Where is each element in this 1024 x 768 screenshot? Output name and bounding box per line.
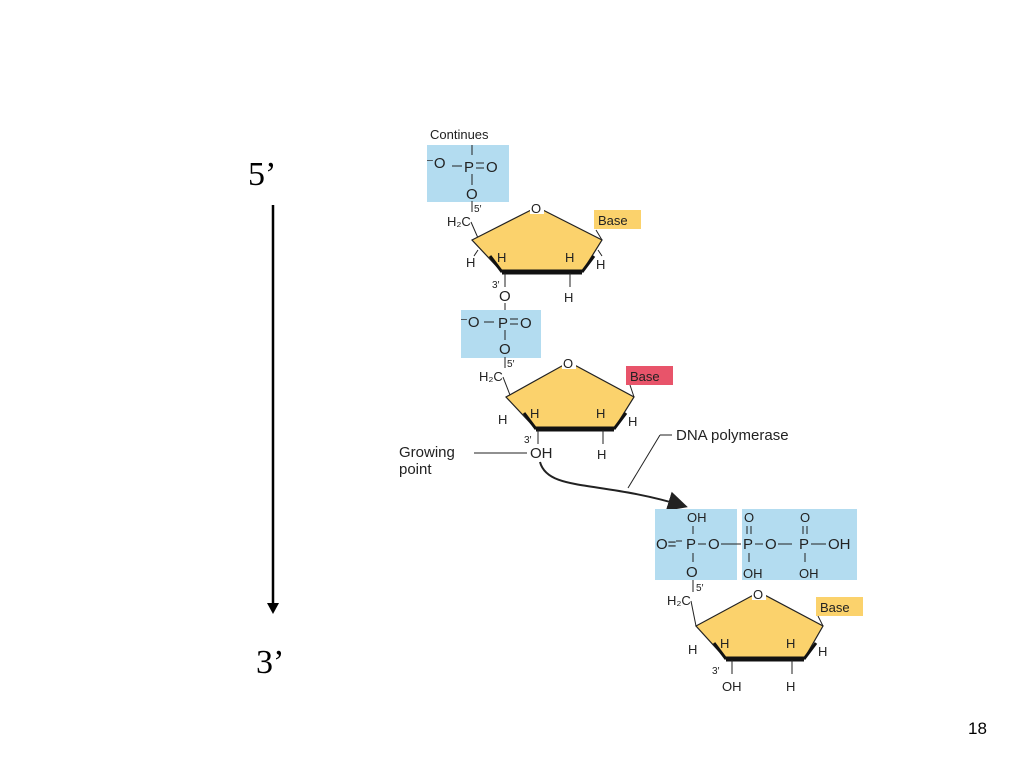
top-base-box xyxy=(594,210,641,229)
top-nucleotide: Continues ⁻O P O O 5′ H₂C O Base H H H H… xyxy=(426,127,641,312)
top-p: P xyxy=(464,159,474,176)
gamma-o-top: O xyxy=(800,510,810,525)
attack-arrow xyxy=(539,461,688,511)
middle-ring-o: O xyxy=(563,356,573,371)
middle-bridge-o: O xyxy=(499,341,511,358)
incoming-ring-o: O xyxy=(753,587,763,602)
incoming-h-4: H xyxy=(818,644,827,659)
middle-base-label: Base xyxy=(630,369,660,384)
incoming-5prime: 5′ xyxy=(696,583,704,594)
top-3-o: O xyxy=(499,288,511,305)
alpha-oh-top: OH xyxy=(687,510,707,525)
middle-sugar-ring xyxy=(505,361,635,430)
middle-5prime: 5′ xyxy=(507,359,515,370)
incoming-3prime: 3′ xyxy=(712,666,720,677)
middle-p: P xyxy=(498,315,508,332)
top-h-5: H xyxy=(564,290,573,305)
middle-h-4: H xyxy=(628,414,637,429)
beta-o-top: O xyxy=(744,510,754,525)
top-h-3: H xyxy=(466,255,475,270)
alpha-beta-o: O xyxy=(708,536,720,553)
middle-base-box xyxy=(626,366,673,385)
top-h-2: H xyxy=(565,250,574,265)
middle-eq-o: O xyxy=(520,315,532,332)
middle-h2c: H₂C xyxy=(479,369,503,384)
gamma-oh-bottom: OH xyxy=(799,566,819,581)
middle-3prime: 3′ xyxy=(524,435,532,446)
top-o-minus: ⁻O xyxy=(426,155,446,172)
incoming-nucleotide: OH O= P O O P O OH O P OH OH O 5′ H₂C xyxy=(655,509,863,694)
top-phosphate-box xyxy=(427,145,509,202)
polymerase-annotation: DNA polymerase xyxy=(627,427,789,489)
incoming-bridge-o: O xyxy=(686,564,698,581)
middle-phosphate-box xyxy=(461,310,541,358)
top-bridge-o: O xyxy=(466,186,478,203)
top-ring-o: O xyxy=(531,201,541,216)
incoming-h2c: H₂C xyxy=(667,593,691,608)
top-h2c: H₂C xyxy=(447,214,471,229)
beta-gamma-o: O xyxy=(765,536,777,553)
incoming-h-1: H xyxy=(720,636,729,651)
top-eq-o: O xyxy=(486,159,498,176)
middle-o-minus: ⁻O xyxy=(460,314,480,331)
polymerase-label: DNA polymerase xyxy=(676,427,789,444)
page-number: 18 xyxy=(968,719,987,738)
top-h-1: H xyxy=(497,250,506,265)
growing-point-line1: Growing xyxy=(399,444,455,461)
incoming-base-label: Base xyxy=(820,600,850,615)
gamma-p: P xyxy=(799,536,809,553)
top-5prime: 5′ xyxy=(474,204,482,215)
incoming-base-box xyxy=(816,597,863,616)
growing-point-annotation: Growing point xyxy=(399,444,527,478)
middle-h-5: H xyxy=(597,447,606,462)
incoming-h-2: H xyxy=(786,636,795,651)
incoming-h-5: H xyxy=(786,679,795,694)
alpha-o-eq: O= xyxy=(656,536,677,553)
middle-3-oh: OH xyxy=(530,445,553,462)
middle-h-2: H xyxy=(596,406,605,421)
five-prime-label: 5’ xyxy=(248,156,277,193)
top-h-4: H xyxy=(596,257,605,272)
three-prime-label: 3’ xyxy=(256,644,285,681)
growing-point-line2: point xyxy=(399,461,432,478)
direction-arrow xyxy=(267,205,279,614)
middle-h-1: H xyxy=(530,406,539,421)
beta-p: P xyxy=(743,536,753,553)
middle-nucleotide: ⁻O P O O 5′ H₂C O Base H H H H H 3′ OH xyxy=(460,310,673,462)
middle-h-3: H xyxy=(498,412,507,427)
top-3prime: 3′ xyxy=(492,280,500,291)
beta-oh-bottom: OH xyxy=(743,566,763,581)
continues-label: Continues xyxy=(430,127,489,142)
top-base-label: Base xyxy=(598,213,628,228)
incoming-sugar-ring xyxy=(695,591,824,660)
incoming-h-3: H xyxy=(688,642,697,657)
top-sugar-ring xyxy=(471,206,603,273)
incoming-3-oh: OH xyxy=(722,679,742,694)
gamma-oh-right: OH xyxy=(828,536,851,553)
alpha-p: P xyxy=(686,536,696,553)
